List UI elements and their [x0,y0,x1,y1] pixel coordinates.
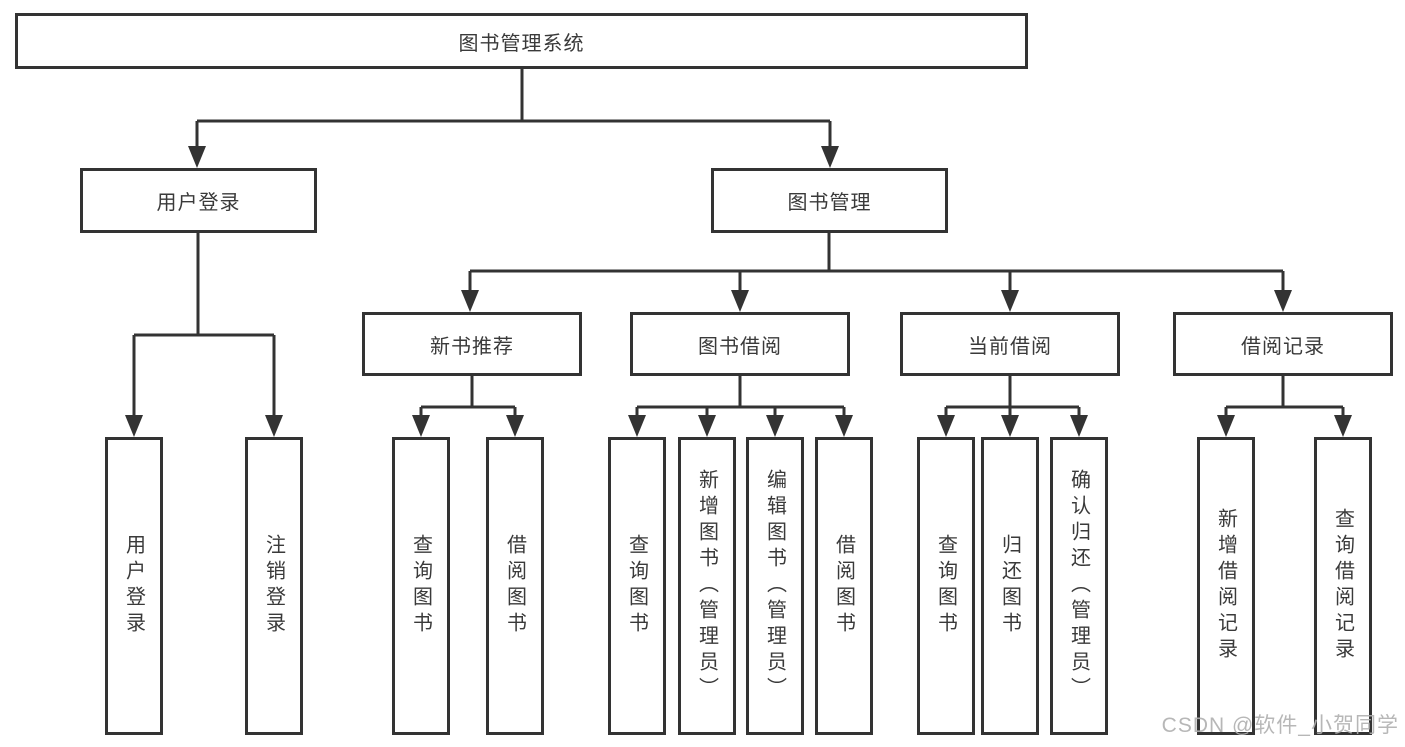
arrowhead-down-icon [265,415,283,437]
leaf-label: 借阅图书 [503,534,526,638]
node-label: 新书推荐 [430,335,514,358]
arrowhead-down-icon [1274,290,1292,312]
arrowhead-down-icon [628,415,646,437]
node-book-borrowing: 图书借阅 [630,312,850,376]
arrowhead-down-icon [461,290,479,312]
arrowhead-down-icon [1217,415,1235,437]
node-label: 图书借阅 [698,335,782,358]
leaf-label: 注销登录 [262,534,285,638]
leaf-borrow-books-recommendation: 借阅图书 [486,437,544,735]
connector-current-borrowing-to-children [937,376,1088,437]
leaf-user-login: 用户登录 [105,437,163,735]
leaf-label: 查询图书 [934,534,957,638]
leaf-label: 新增图书（管理员） [695,469,718,703]
leaf-label: 用户登录 [122,534,145,638]
node-current-borrowing: 当前借阅 [900,312,1120,376]
leaf-label: 新增借阅记录 [1214,508,1237,664]
node-label: 当前借阅 [968,335,1052,358]
leaf-query-books-recommendation: 查询图书 [392,437,450,735]
arrowhead-down-icon [1001,290,1019,312]
leaf-logout: 注销登录 [245,437,303,735]
arrowhead-down-icon [125,415,143,437]
node-root-library-management-system: 图书管理系统 [15,13,1028,69]
branch-line [468,233,1285,290]
leaf-label: 确认归还（管理员） [1067,469,1090,703]
branch-line [635,376,846,415]
branch-line [132,233,276,415]
leaf-label: 查询借阅记录 [1331,508,1354,664]
node-label: 用户登录 [156,192,241,214]
node-borrowing-records: 借阅记录 [1173,312,1393,376]
connector-root-to-level2 [188,69,839,168]
leaf-add-book-admin: 新增图书（管理员） [678,437,736,735]
arrowhead-down-icon [766,415,784,437]
connector-book-management-to-level3 [461,233,1292,312]
branch-line [195,69,832,146]
leaf-label: 归还图书 [998,534,1021,638]
arrowhead-down-icon [412,415,430,437]
connector-new-book-recommendation-to-children [412,376,524,437]
leaf-label: 编辑图书（管理员） [763,469,786,703]
node-book-management: 图书管理 [711,168,948,233]
node-label: 图书管理系统 [458,32,585,55]
arrowhead-down-icon [731,290,749,312]
leaf-query-borrow-record: 查询借阅记录 [1314,437,1372,735]
node-new-book-recommendation: 新书推荐 [362,312,582,376]
connector-borrowing-records-to-children [1217,376,1352,437]
arrowhead-down-icon [1070,415,1088,437]
leaf-label: 查询图书 [625,534,648,638]
arrowhead-down-icon [1334,415,1352,437]
leaf-edit-book-admin: 编辑图书（管理员） [746,437,804,735]
arrowhead-down-icon [821,146,839,168]
leaf-borrow-books: 借阅图书 [815,437,873,735]
leaf-return-books: 归还图书 [981,437,1039,735]
connector-book-borrowing-to-children [628,376,853,437]
csdn-watermark: CSDN @软件_小贺同学 [1161,714,1399,737]
arrowhead-down-icon [937,415,955,437]
arrowhead-down-icon [1001,415,1019,437]
leaf-query-books-borrowing: 查询图书 [608,437,666,735]
arrowhead-down-icon [188,146,206,168]
node-label: 借阅记录 [1241,335,1325,358]
arrowhead-down-icon [698,415,716,437]
arrowhead-down-icon [835,415,853,437]
node-user-login: 用户登录 [80,168,317,233]
branch-line [1224,376,1345,415]
leaf-query-books-current: 查询图书 [917,437,975,735]
arrowhead-down-icon [506,415,524,437]
branch-line [419,376,517,415]
node-label: 图书管理 [787,192,872,214]
leaf-label: 查询图书 [409,534,432,638]
leaf-add-borrow-record: 新增借阅记录 [1197,437,1255,735]
branch-line [944,376,1081,415]
leaf-confirm-return-admin: 确认归还（管理员） [1050,437,1108,735]
connector-user-login-to-children [125,233,283,437]
leaf-label: 借阅图书 [832,534,855,638]
